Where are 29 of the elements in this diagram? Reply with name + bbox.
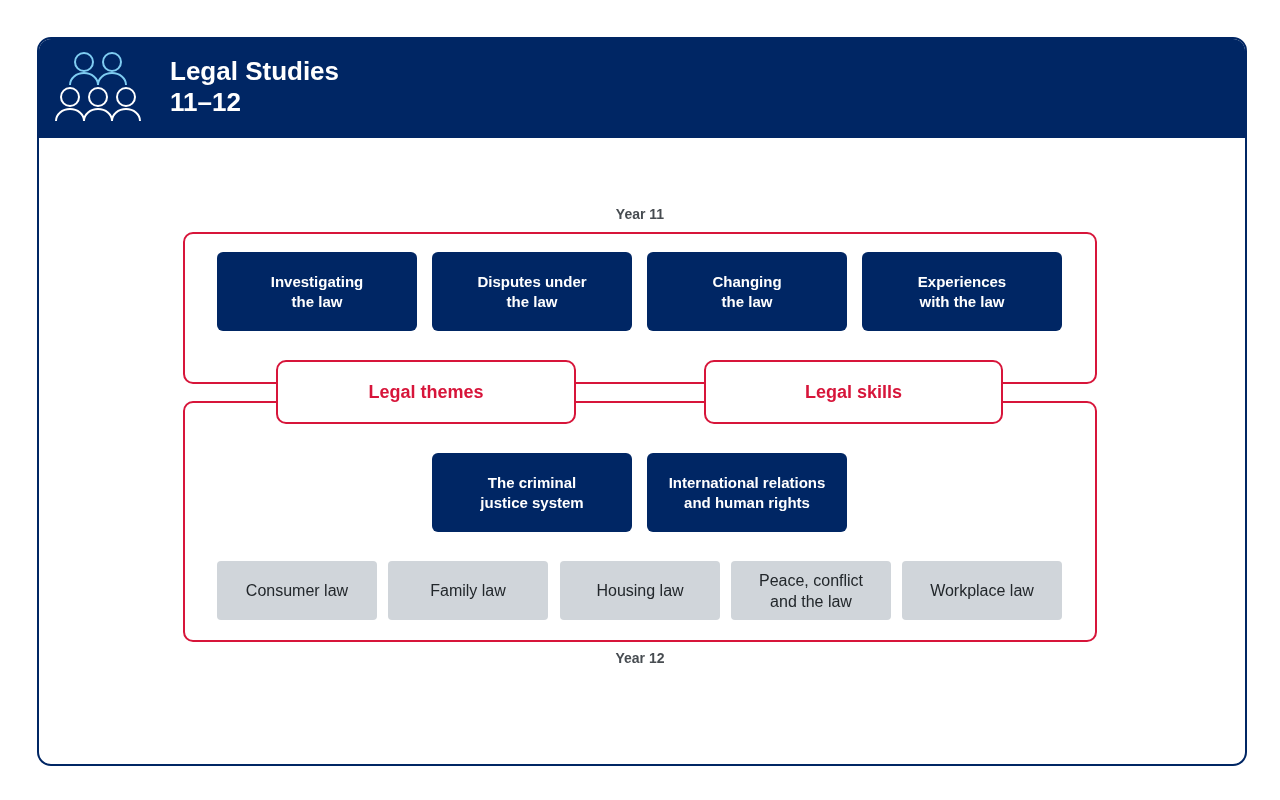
option-title: Peace, conflict and the law [757, 570, 865, 612]
topic-title: The criminal justice system [479, 472, 585, 513]
topic-box [432, 453, 632, 532]
topic-box [647, 252, 847, 331]
option-box [560, 561, 720, 620]
topic-title: International relations and human rights [667, 472, 827, 513]
option-title: Workplace law [930, 581, 1034, 601]
year-label: Year 11 [615, 205, 665, 224]
year-label: Year 12 [615, 649, 665, 668]
option-title: Family law [430, 581, 506, 601]
strand-title: Legal themes [368, 381, 484, 404]
topic-box [862, 252, 1062, 331]
strand-box [276, 360, 576, 424]
topic-box [217, 252, 417, 331]
strand-title: Legal skills [804, 381, 903, 404]
topic-box [432, 252, 632, 331]
topic-title: Investigating the law [269, 271, 365, 312]
title-heading: Legal Studies 11–12 [170, 56, 341, 118]
topic-title: Disputes under the law [476, 271, 588, 312]
topic-box [647, 453, 847, 532]
strand-box [704, 360, 1003, 424]
option-box [388, 561, 548, 620]
option-title: Housing law [596, 581, 684, 601]
option-title: Consumer law [245, 581, 349, 601]
option-box [731, 561, 891, 620]
topic-title: Experiences with the law [916, 271, 1008, 312]
option-box [902, 561, 1062, 620]
option-box [217, 561, 377, 620]
topic-title: Changing the law [711, 271, 783, 312]
